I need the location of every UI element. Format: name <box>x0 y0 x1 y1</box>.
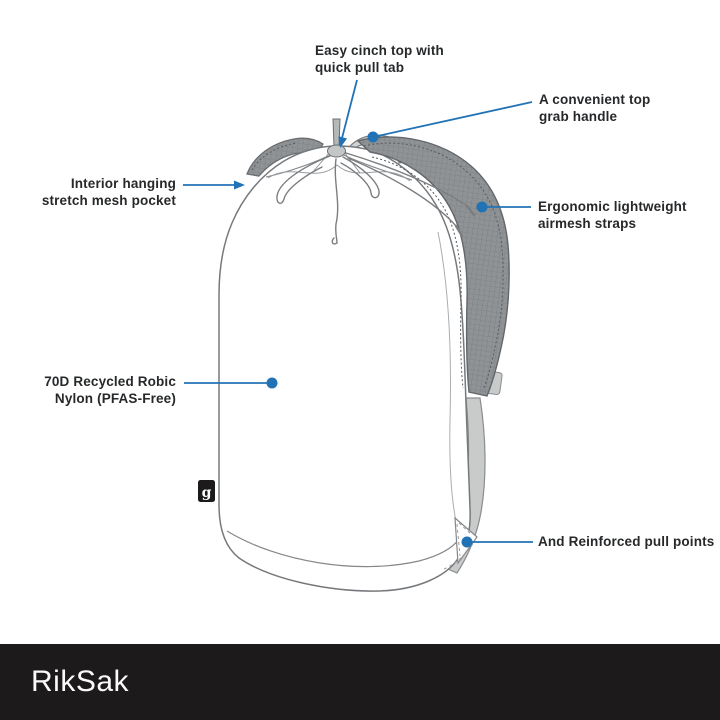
cinch-knot <box>327 144 346 158</box>
callout-dot-pull-points <box>461 536 473 548</box>
strap-stitching-outer <box>363 142 504 391</box>
callout-label-cinch-top: Easy cinch top with quick pull tab <box>315 43 444 75</box>
footer-bar: RikSak g <box>0 644 720 720</box>
drawstring-cords <box>276 152 476 245</box>
right-seam <box>437 231 458 527</box>
right-strap-airmesh <box>356 136 510 397</box>
pull-point-stitch-2 <box>458 522 473 536</box>
strap-stitching-inner <box>371 156 464 389</box>
callout-dot-airmesh-straps <box>476 201 488 213</box>
corner-stitch-dashed <box>443 539 476 570</box>
left-strap-stitching <box>251 142 298 171</box>
callout-label-mesh-pocket: Interior hanging stretch mesh pocket <box>41 176 176 208</box>
callout-arrowhead-mesh-pocket <box>234 180 245 190</box>
callout-label-robic-nylon: 70D Recycled Robic Nylon (PFAS-Free) <box>44 374 176 406</box>
left-strap-arch <box>246 137 324 177</box>
gather-fold-1 <box>311 151 331 174</box>
callout-arrowhead-cinch-top <box>338 136 348 148</box>
callout-arrow-line-cinch-top <box>340 79 358 143</box>
bag-brand-tag: g <box>198 480 215 502</box>
callout-dot-grab-handle <box>367 131 379 143</box>
bottom-seam <box>226 530 460 568</box>
callout-label-grab-handle: A convenient top grab handle <box>539 92 651 124</box>
callout-label-pull-points: And Reinforced pull points <box>538 534 715 549</box>
cinch-pull-tab <box>332 118 341 148</box>
bag-body <box>218 145 471 592</box>
pull-point-stitch-1 <box>456 523 461 557</box>
product-name: RikSak <box>31 665 130 698</box>
callout-line-grab-handle <box>372 101 533 138</box>
callout-dot-robic-nylon <box>266 377 278 389</box>
callout-label-airmesh-straps: Ergonomic lightweight airmesh straps <box>538 199 687 231</box>
bag-tag-letter: g <box>202 485 212 501</box>
gather-scallop <box>267 164 411 182</box>
